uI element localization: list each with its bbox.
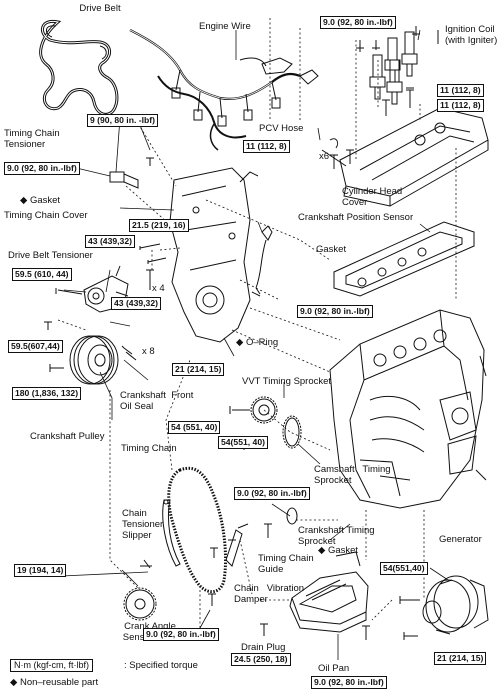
label-crankshaft-front-oil-seal: Crankshaft Front Oil Seal [120, 390, 194, 412]
label-pcv-hose: PCV Hose [259, 123, 304, 134]
torque-cover-21-5: 21.5 (219, 16) [129, 219, 189, 232]
label-chain-tensioner-slipper: Chain Tensioner Slipper [122, 508, 164, 541]
torque-pcv: 11 (112, 8) [243, 140, 290, 153]
torque-tensioner: 9.0 (92, 80 in.-lbf) [4, 162, 80, 175]
oil-pan-drawing [208, 551, 370, 640]
label-gasket-tensioner: ◆ Gasket [20, 195, 60, 206]
legend-torque-desc: : Specified torque [124, 660, 198, 671]
head-gasket-drawing [333, 221, 475, 297]
torque-pulley-180: 180 (1,836, 132) [12, 387, 82, 400]
engine-block-drawing [329, 309, 487, 509]
engine-wire-drawing [129, 29, 319, 151]
drive-belt-drawing [39, 19, 119, 116]
legend-torque-box: N·m (kgf-cm, ft·lbf) [10, 659, 93, 672]
torque-ign-coil: 9.0 (92, 80 in.-lbf) [320, 16, 396, 29]
torque-cover-21: 21 (214, 15) [172, 363, 225, 376]
torque-cover-43b: 43 (439,32) [111, 297, 161, 310]
cover-bolts-drawing [121, 243, 167, 361]
crank-angle-sensor-plate-drawing [123, 559, 157, 621]
nonreusable-marker: ◆ [10, 677, 18, 688]
label-drive-belt-tensioner: Drive Belt Tensioner [8, 250, 93, 261]
label-crankshaft-pulley: Crankshaft Pulley [30, 431, 105, 442]
label-engine-wire: Engine Wire [199, 21, 251, 32]
crankshaft-pulley-drawing [44, 321, 119, 385]
timing-chain-cover-drawing [169, 167, 259, 343]
label-vvt-timing-sprocket: VVT Timing Sprocket [242, 376, 332, 387]
torque-drain-24-5: 24.5 (250, 18) [231, 653, 291, 666]
alignment-lines [57, 18, 457, 640]
torque-engine-wire: 9 (90, 80 in. -lbf) [87, 114, 158, 127]
crankshaft-sprocket-drawing [264, 507, 298, 538]
label-timing-chain-guide: Timing Chain Guide [258, 553, 314, 575]
camshaft-sprocket-drawing [282, 415, 302, 449]
label-drain-plug: Drain Plug [241, 642, 286, 653]
crankshaft-position-sensor-drawing [251, 225, 273, 297]
torque-crank-sensor: 9.0 (92, 80 in.-lbf) [297, 305, 373, 318]
vvt-sprocket-drawing [229, 396, 278, 450]
torque-belt-tensioner: 59.5 (610, 44) [12, 268, 72, 281]
label-crankshaft-timing-sprocket: Crankshaft Timing Sprocket [298, 525, 375, 547]
label-gasket-oilpan-text: Gasket [327, 545, 359, 556]
label-oil-pan: Oil Pan [318, 663, 350, 674]
torque-slipper-19: 19 (194, 14) [14, 564, 67, 577]
timing-chain-drawing [167, 466, 227, 594]
torque-vvt-54b: 54(551, 40) [218, 436, 268, 449]
ignition-coils-drawing [356, 26, 439, 105]
label-generator: Generator [439, 534, 482, 545]
torque-head-cover-2: 11 (112, 8) [437, 99, 484, 112]
torque-generator-21: 21 (214, 15) [434, 652, 487, 665]
label-timing-chain: Timing Chain [121, 443, 177, 454]
label-ignition-coil: Ignition Coil (with Igniter) [445, 24, 498, 46]
label-camshaft-timing-sprocket: Camshaft Timing Sprocket [314, 464, 391, 486]
multiplier-x6: x6 [319, 151, 330, 162]
label-o-ring: ◆ O–Ring [236, 337, 278, 348]
label-gasket-tensioner-text: Gasket [29, 195, 61, 206]
torque-cover-43a: 43 (439,32) [85, 235, 135, 248]
head-cover-bolts-drawing [330, 87, 414, 169]
multiplier-x4: x 4 [152, 283, 165, 294]
legend-nonreusable-text: Non–reusable part [19, 677, 99, 688]
multiplier-x8: x 8 [142, 346, 155, 357]
label-cylinder-head-cover: Cylinder Head Cover [342, 186, 403, 208]
torque-generator-54: 54(551,40) [380, 562, 428, 575]
leader-lines [61, 29, 449, 660]
chain-tensioner-drawing [109, 157, 154, 189]
chain-damper-drawing [210, 523, 249, 567]
label-drive-belt: Drive Belt [79, 3, 121, 14]
chain-tensioner-slipper-drawing [162, 499, 181, 567]
label-chain-vibration-damper: Chain Vibration Damper [234, 583, 305, 605]
torque-pulley-59-5: 59.5(607,44) [8, 340, 63, 353]
label-gasket-oilpan: ◆ Gasket [318, 545, 358, 556]
nonreusable-marker: ◆ [236, 337, 244, 348]
torque-head-cover-1: 11 (112, 8) [437, 84, 484, 97]
label-timing-chain-cover: Timing Chain Cover [4, 210, 88, 221]
nonreusable-marker: ◆ [318, 545, 326, 556]
torque-damper-9: 9.0 (92, 80 in.-lbf) [143, 628, 219, 641]
label-crankshaft-position-sensor: Crankshaft Position Sensor [298, 212, 414, 223]
label-timing-chain-tensioner: Timing Chain Tensioner [4, 128, 60, 150]
nonreusable-marker: ◆ [20, 195, 28, 206]
label-gasket-head: Gasket [316, 244, 347, 255]
torque-oilpan-9: 9.0 (92, 80 in.-lbf) [311, 676, 387, 689]
generator-drawing [399, 575, 489, 640]
legend-nonreusable: ◆ Non–reusable part [10, 677, 98, 688]
torque-chain-guide: 9.0 (92, 80 in.-lbf) [234, 487, 310, 500]
torque-vvt-54a: 54 (551, 40) [168, 421, 221, 434]
label-o-ring-text: O–Ring [245, 337, 279, 348]
